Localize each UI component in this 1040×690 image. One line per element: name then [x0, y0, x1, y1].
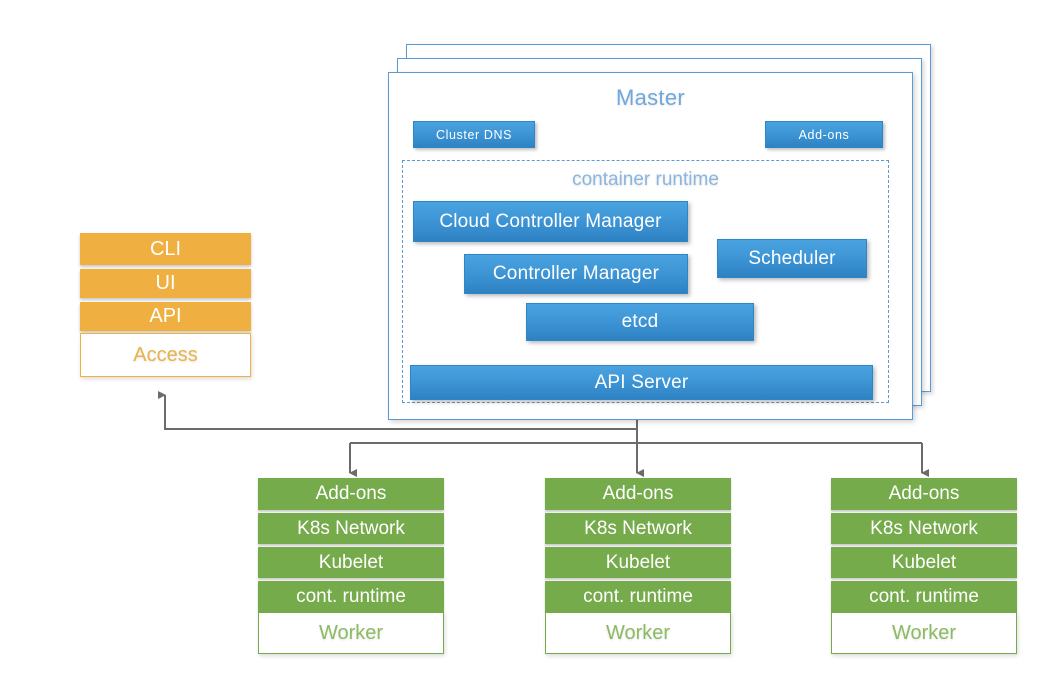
etcd-box[interactable]: etcd — [526, 303, 754, 341]
worker-3-footer-label: Worker — [891, 621, 957, 644]
access-layer-api[interactable]: API — [80, 302, 251, 331]
controller-manager-box[interactable]: Controller Manager — [464, 254, 688, 294]
worker-node-1: Add-ons K8s Network Kubelet cont. runtim… — [258, 478, 444, 654]
access-layer-ui-label: UI — [155, 272, 176, 294]
worker-1-footer-label: Worker — [318, 621, 384, 644]
worker-2-footer: Worker — [545, 612, 731, 654]
cluster-dns-label: Cluster DNS — [435, 127, 513, 142]
scheduler-label: Scheduler — [748, 247, 836, 269]
worker-3-layer-add-ons-label: Add-ons — [888, 483, 960, 504]
access-footer-label: Access — [133, 343, 198, 366]
master-add-ons-badge[interactable]: Add-ons — [765, 121, 883, 148]
cluster-dns-badge[interactable]: Cluster DNS — [413, 121, 535, 148]
access-layer-ui[interactable]: UI — [80, 269, 251, 298]
worker-2-layer-cont-runtime[interactable]: cont. runtime — [545, 581, 731, 612]
worker-2-layer-add-ons-label: Add-ons — [602, 483, 674, 504]
worker-2-layer-cont-runtime-label: cont. runtime — [583, 585, 693, 607]
worker-2-layer-k8s-network-label: K8s Network — [584, 517, 692, 539]
worker-2-layer-kubelet-label: Kubelet — [605, 551, 671, 573]
container-runtime-region: container runtime — [402, 160, 889, 403]
worker-3-footer: Worker — [831, 612, 1017, 654]
worker-3-layer-cont-runtime[interactable]: cont. runtime — [831, 581, 1017, 612]
controller-manager-label: Controller Manager — [492, 263, 660, 284]
worker-3-layer-kubelet[interactable]: Kubelet — [831, 547, 1017, 578]
worker-1-layer-k8s-network[interactable]: K8s Network — [258, 513, 444, 544]
master-title: Master — [615, 85, 686, 110]
container-runtime-title: container runtime — [572, 169, 719, 190]
worker-1-layer-k8s-network-label: K8s Network — [297, 517, 405, 539]
worker-1-footer: Worker — [258, 612, 444, 654]
worker-node-3: Add-ons K8s Network Kubelet cont. runtim… — [831, 478, 1017, 654]
worker-1-layer-kubelet[interactable]: Kubelet — [258, 547, 444, 578]
worker-3-layer-cont-runtime-label: cont. runtime — [869, 585, 979, 607]
worker-2-layer-kubelet[interactable]: Kubelet — [545, 547, 731, 578]
worker-2-layer-add-ons[interactable]: Add-ons — [545, 478, 731, 510]
worker-1-layer-add-ons[interactable]: Add-ons — [258, 478, 444, 510]
api-server-label: API Server — [594, 371, 689, 393]
api-server-box[interactable]: API Server — [410, 365, 873, 400]
worker-1-layer-cont-runtime[interactable]: cont. runtime — [258, 581, 444, 612]
master-add-ons-label: Add-ons — [798, 127, 850, 142]
worker-2-layer-k8s-network[interactable]: K8s Network — [545, 513, 731, 544]
access-layer-cli[interactable]: CLI — [80, 233, 251, 265]
worker-3-layer-k8s-network[interactable]: K8s Network — [831, 513, 1017, 544]
worker-3-layer-kubelet-label: Kubelet — [891, 551, 957, 573]
access-layer-cli-label: CLI — [149, 237, 182, 260]
worker-2-footer-label: Worker — [605, 621, 671, 644]
worker-3-layer-add-ons[interactable]: Add-ons — [831, 478, 1017, 510]
worker-node-2: Add-ons K8s Network Kubelet cont. runtim… — [545, 478, 731, 654]
access-layer-api-label: API — [149, 305, 182, 327]
worker-1-layer-add-ons-label: Add-ons — [315, 483, 387, 504]
cloud-controller-manager-box[interactable]: Cloud Controller Manager — [413, 201, 688, 242]
cloud-controller-manager-label: Cloud Controller Manager — [439, 210, 662, 232]
worker-1-layer-cont-runtime-label: cont. runtime — [296, 585, 406, 607]
worker-1-layer-kubelet-label: Kubelet — [318, 551, 384, 573]
access-stack: CLI UI API Access — [80, 233, 251, 390]
scheduler-box[interactable]: Scheduler — [717, 239, 867, 278]
access-footer: Access — [80, 333, 251, 377]
worker-3-layer-k8s-network-label: K8s Network — [870, 517, 978, 539]
etcd-label: etcd — [621, 311, 659, 332]
